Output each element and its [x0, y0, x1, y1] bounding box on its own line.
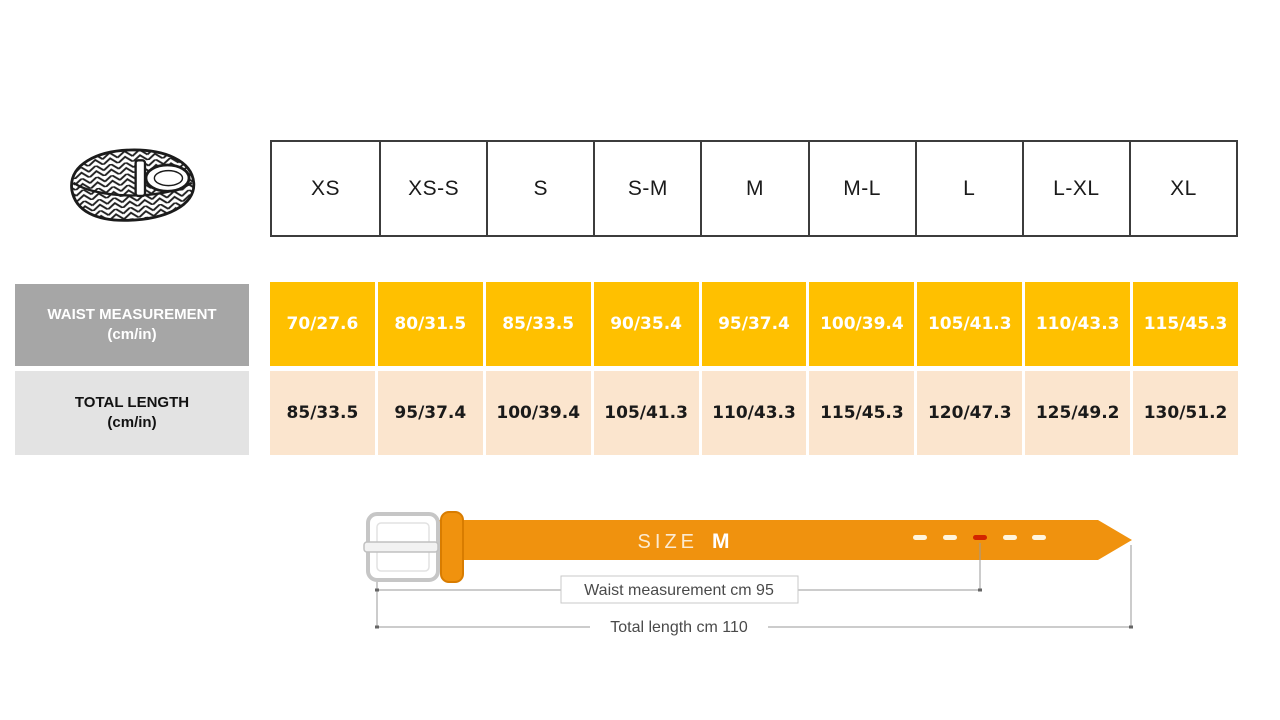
length-value-cell: 130/51.2: [1133, 371, 1238, 455]
size-header-cell: XS: [311, 176, 341, 200]
size-header-cell: XS-S: [379, 142, 486, 235]
row-label-text: WAIST MEASUREMENT: [47, 306, 217, 323]
size-header-cell: M: [700, 142, 807, 235]
size-header-cell: L-XL: [1021, 142, 1129, 235]
belt-measurement-diagram: SIZE M Waist measurement cm 95 Total len…: [363, 511, 1133, 636]
waist-value-cell: 105/41.3: [917, 282, 1023, 366]
waist-value-cell: 90/35.4: [593, 282, 699, 366]
length-value-cell: 125/49.2: [1025, 371, 1131, 455]
row-label-unit: (cm/in): [107, 414, 157, 431]
waist-value-cell: 95/37.4: [701, 282, 807, 366]
size-header-cell: XL: [1128, 142, 1236, 235]
belt-hole: [1003, 535, 1017, 540]
row-label-text: TOTAL LENGTH: [74, 394, 190, 411]
waist-value-cell: 80/31.5: [377, 282, 483, 366]
keeper-loop: [440, 511, 464, 583]
length-value-cell: 115/45.3: [809, 371, 915, 455]
belt-strap: [430, 520, 1062, 560]
waist-value-cell: 70/27.6: [270, 282, 375, 366]
waist-measurement-row-label: WAIST MEASUREMENT (cm/in): [15, 284, 249, 366]
belt-hole: [943, 535, 957, 540]
waist-value-cell: 100/39.4: [809, 282, 915, 366]
length-value-cell: 120/47.3: [917, 371, 1023, 455]
waist-value-cell: 110/43.3: [1025, 282, 1131, 366]
size-value-label: M: [712, 530, 730, 553]
buckle-prong: [363, 541, 439, 553]
length-value-cell: 105/41.3: [593, 371, 699, 455]
length-value-cell: 95/37.4: [377, 371, 483, 455]
total-length-row-label: TOTAL LENGTH (cm/in): [15, 371, 249, 455]
row-label-unit: (cm/in): [107, 326, 157, 343]
size-word-label: SIZE: [638, 531, 698, 553]
dimension-endpoint: [978, 588, 982, 592]
belt-hole: [913, 535, 927, 540]
belt-tip: [1060, 520, 1132, 560]
dimension-endpoint: [1129, 625, 1133, 629]
waist-annotation-text: Waist measurement cm 95: [584, 582, 774, 599]
length-value-cell: 100/39.4: [485, 371, 591, 455]
length-value-cell: 110/43.3: [701, 371, 807, 455]
dimension-endpoint: [375, 625, 379, 629]
size-header-row: XS XS-S S S-M M M-L L L-XL XL: [270, 140, 1238, 237]
dimension-endpoint: [375, 588, 379, 592]
waist-value-cell: 115/45.3: [1133, 282, 1238, 366]
belt-hole-highlighted: [973, 535, 987, 540]
braided-belt-icon: [70, 148, 196, 222]
size-header-cell: L: [914, 142, 1022, 235]
total-length-row: 85/33.5 95/37.4 100/39.4 105/41.3 110/43…: [270, 371, 1238, 455]
belt-hole: [1032, 535, 1046, 540]
waist-measurement-row: 70/27.6 80/31.5 85/33.5 90/35.4 95/37.4 …: [270, 282, 1238, 366]
length-value-cell: 85/33.5: [270, 371, 375, 455]
size-header-cell: S-M: [593, 142, 700, 235]
size-header-cell: S: [486, 142, 593, 235]
size-header-cell: M-L: [807, 142, 915, 235]
waist-value-cell: 85/33.5: [485, 282, 591, 366]
waist-annotation-box: [560, 575, 799, 604]
length-annotation-text: Total length cm 110: [610, 619, 748, 636]
